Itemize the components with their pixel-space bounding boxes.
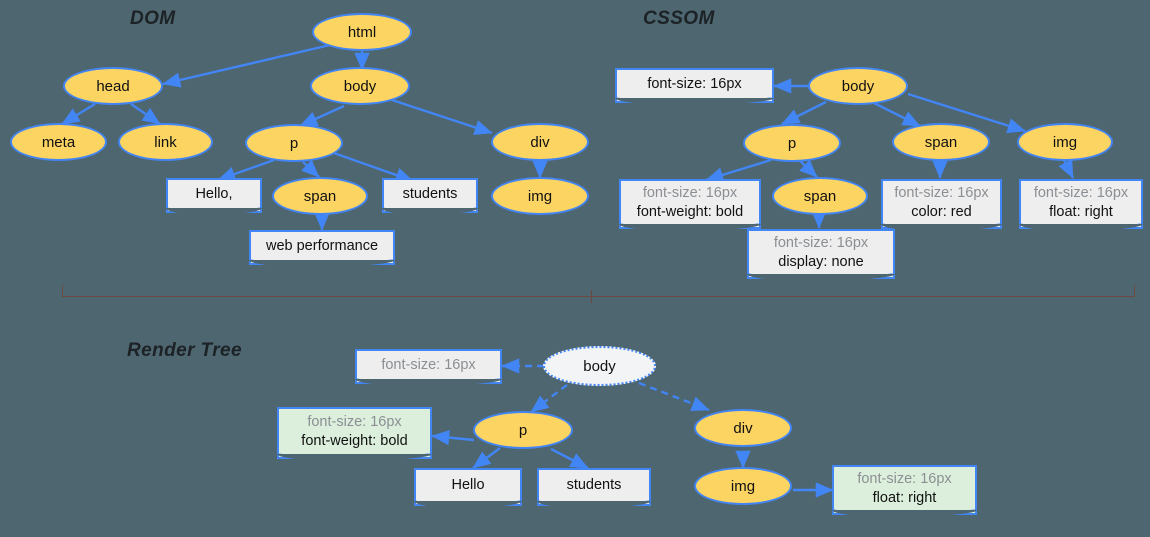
cssom-rulebox-span-line-1: font-size: 16px [894, 184, 989, 201]
dom-textbox-web-performance[interactable]: web performance [249, 230, 395, 267]
cssom-node-span[interactable]: span [892, 123, 990, 161]
cssom-rulebox-img[interactable]: font-size: 16px float: right [1019, 179, 1143, 231]
divider-tick-right [1134, 285, 1135, 297]
cssom-rulebox-body-line-1: font-size: 16px [647, 75, 742, 92]
render-tree-node-p[interactable]: p [473, 411, 573, 449]
edge-body-p [299, 104, 345, 128]
dom-node-html[interactable]: html [312, 13, 412, 51]
render-tree-textbox-students[interactable]: students [537, 468, 651, 508]
dom-node-body[interactable]: body [310, 67, 410, 105]
edge-cssom-img-rules [1058, 159, 1075, 179]
render-tree-textbox-hello[interactable]: Hello [414, 468, 522, 508]
cssom-rulebox-p-line-1: font-size: 16px [642, 184, 738, 201]
cssom-node-p[interactable]: p [743, 124, 841, 162]
edge-cssom-p-span [799, 159, 818, 178]
render-tree-textbox-hello-label: Hello [451, 477, 485, 494]
render-tree-rulebox-p-line-2: font-weight: bold [301, 432, 408, 449]
edge-rt-p-rules [431, 429, 475, 446]
render-tree-rulebox-p[interactable]: font-size: 16px font-weight: bold [277, 407, 432, 461]
section-divider [62, 296, 1135, 297]
cssom-rulebox-img-line-1: font-size: 16px [1033, 184, 1129, 201]
dom-node-p[interactable]: p [245, 124, 343, 162]
cssom-rulebox-span-line-2: color: red [911, 203, 972, 220]
edge-p-span [301, 159, 320, 178]
dom-textbox-hello-label: Hello, [195, 185, 233, 202]
dom-node-meta[interactable]: meta [10, 123, 107, 161]
divider-tick-center [591, 290, 592, 303]
section-title-cssom: CSSOM [643, 8, 715, 29]
section-title-render-tree: Render Tree [127, 340, 242, 361]
cssom-rulebox-span-nested-line-1: font-size: 16px [773, 234, 869, 251]
edge-cssom-body-p [781, 100, 827, 126]
edge-rt-body-div [638, 381, 710, 412]
dom-node-link[interactable]: link [118, 123, 213, 161]
cssom-node-span-nested[interactable]: span [772, 177, 868, 215]
cssom-rulebox-p-line-2: font-weight: bold [636, 203, 744, 220]
edge-cssom-p-rules [705, 158, 772, 183]
render-tree-rulebox-img[interactable]: font-size: 16px float: right [832, 465, 977, 517]
render-tree-node-body[interactable]: body [543, 346, 656, 386]
dom-textbox-web-performance-label: web performance [265, 237, 379, 254]
cssom-rulebox-span-nested[interactable]: font-size: 16px display: none [747, 229, 895, 281]
edge-p-hello [217, 158, 275, 182]
dom-textbox-hello[interactable]: Hello, [166, 178, 262, 215]
edge-head-meta [61, 102, 96, 126]
render-tree-node-div[interactable]: div [694, 409, 792, 447]
render-tree-rulebox-img-line-2: float: right [872, 489, 937, 506]
render-tree-rulebox-body-line-1: font-size: 16px [381, 356, 476, 373]
dom-node-head[interactable]: head [63, 67, 163, 105]
section-title-dom: DOM [130, 8, 176, 29]
cssom-node-img[interactable]: img [1017, 123, 1113, 161]
cssom-rulebox-body[interactable]: font-size: 16px [615, 68, 774, 105]
cssom-rulebox-span-nested-line-2: display: none [778, 253, 864, 270]
dom-textbox-students-label: students [402, 185, 458, 202]
edge-rt-body-p [530, 384, 568, 413]
dom-node-img[interactable]: img [491, 177, 589, 215]
render-tree-textbox-students-label: students [566, 477, 622, 494]
render-tree-rulebox-body[interactable]: font-size: 16px [355, 349, 502, 386]
dom-textbox-students[interactable]: students [382, 178, 478, 215]
render-tree-rulebox-img-line-1: font-size: 16px [857, 470, 952, 487]
edge-rt-p-students [550, 447, 589, 470]
cssom-rulebox-span[interactable]: font-size: 16px color: red [881, 179, 1002, 231]
edge-html-head [162, 43, 331, 88]
edge-p-students [330, 150, 414, 183]
edge-body-div [391, 98, 493, 135]
divider-tick-left [62, 285, 63, 297]
cssom-rulebox-img-line-2: float: right [1049, 203, 1113, 220]
cssom-node-body[interactable]: body [808, 67, 908, 105]
edge-cssom-body-span [871, 100, 921, 128]
render-tree-rulebox-p-line-1: font-size: 16px [307, 413, 402, 430]
edge-head-link [130, 103, 161, 125]
dom-node-span[interactable]: span [272, 177, 368, 215]
render-tree-node-img[interactable]: img [694, 467, 792, 505]
edge-rt-p-hello [472, 447, 501, 469]
dom-node-div[interactable]: div [491, 123, 589, 161]
cssom-rulebox-p[interactable]: font-size: 16px font-weight: bold [619, 179, 761, 231]
